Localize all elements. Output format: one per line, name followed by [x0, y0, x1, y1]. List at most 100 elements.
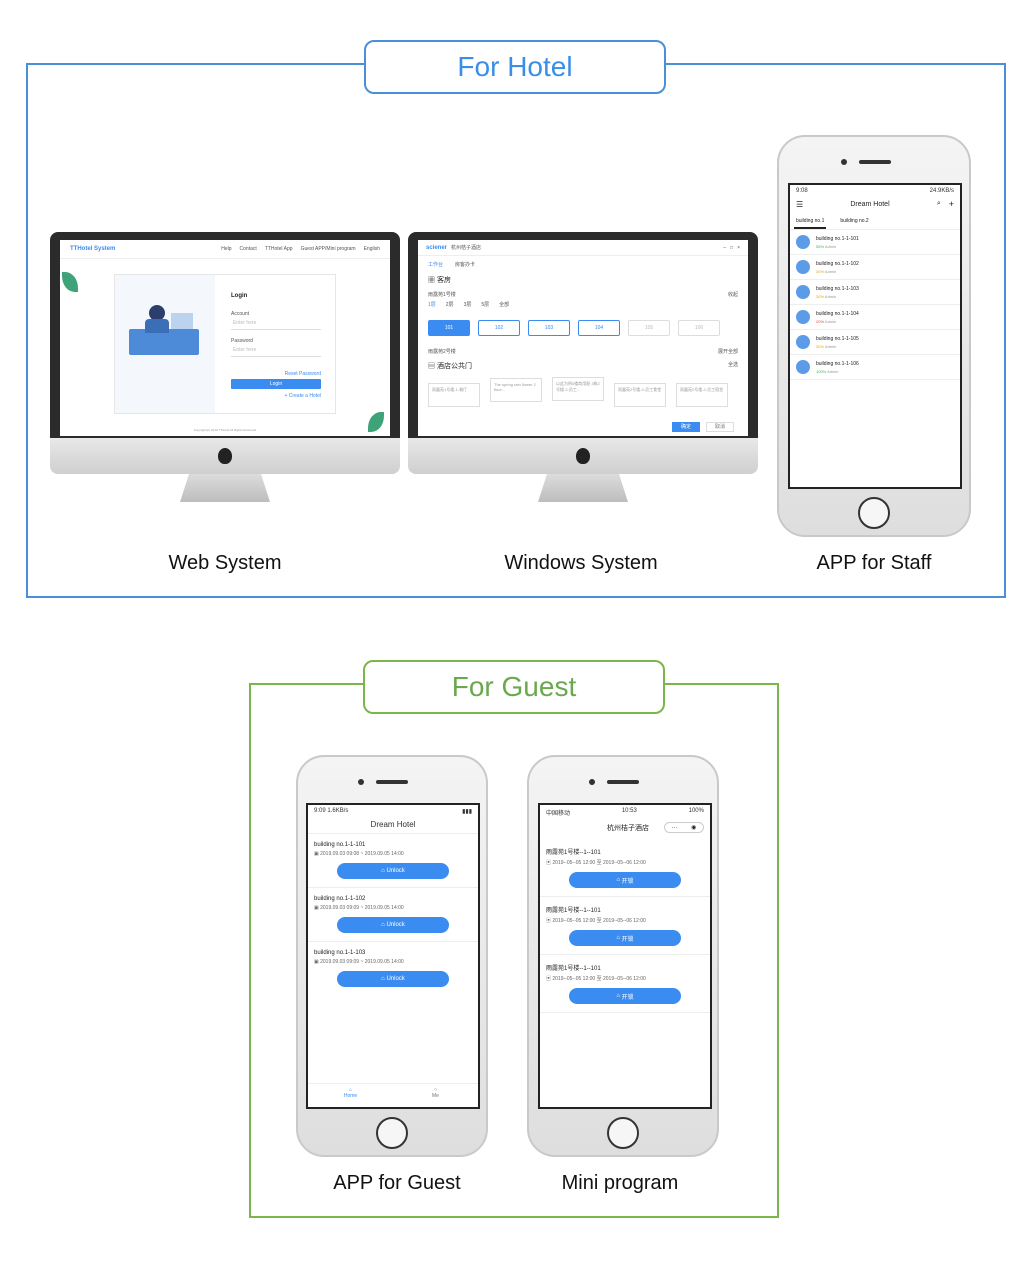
floor-tab-1[interactable]: 1层	[428, 302, 436, 308]
unlock-button[interactable]: ⌂ Unlock	[337, 971, 449, 987]
public-door-card[interactable]: 以此为例5楼商用配 3栋2号楼-2-员工...	[552, 377, 604, 401]
room-button[interactable]: 106	[678, 320, 720, 336]
nav-guest-app[interactable]: Guest APP/Mini program	[300, 246, 356, 252]
account-input[interactable]: Enter here	[231, 317, 321, 330]
list-item[interactable]: building no.1-1-104 20% Admin	[790, 305, 960, 330]
room-button[interactable]: 103	[528, 320, 570, 336]
add-icon[interactable]: +	[948, 199, 954, 209]
unlock-button[interactable]: ⌂ Unlock	[337, 863, 449, 879]
home-button[interactable]	[607, 1117, 639, 1149]
phone-camera	[358, 779, 364, 785]
floor-tab-2[interactable]: 2层	[445, 302, 454, 308]
room-name: building no.1-1-101	[314, 842, 366, 848]
tab-building-2[interactable]: building no.2	[840, 218, 869, 224]
tab-workbench[interactable]: 工作台	[428, 262, 444, 268]
room-name: building no.1-1-102	[816, 260, 859, 267]
monitor-stand	[538, 474, 628, 502]
web-system-screen: TTHotel System Help Contact TTHotel App …	[60, 240, 390, 436]
list-item: 雨露苑1号楼--1--101 ▣ 2019--05--05 12:00 至 20…	[540, 955, 710, 1013]
room-button[interactable]: 105	[628, 320, 670, 336]
caption-staff-app: APP for Staff	[816, 552, 932, 574]
floor-tab-all[interactable]: 全部	[499, 302, 510, 308]
web-footer: Copyright(c) 2019 TTHotel All Rights Res…	[193, 428, 257, 432]
list-item[interactable]: building no.1-1-106 100% Admin	[790, 355, 960, 380]
lock-icon	[796, 360, 810, 374]
create-hotel-link[interactable]: + Create a Hotel	[284, 393, 321, 399]
search-icon[interactable]: ⌕	[936, 200, 941, 207]
floor-tab-3[interactable]: 3层	[463, 302, 472, 308]
unlock-button[interactable]: ⌂ 开锁	[569, 930, 681, 946]
list-item[interactable]: building no.1-1-101 55% Admin	[790, 230, 960, 255]
more-icon[interactable]: ···	[671, 824, 678, 831]
list-item: building no.1-1-102 ▣ 2019.09.03 09:09 ~…	[308, 888, 478, 942]
building1-toggle[interactable]: 收起	[727, 292, 738, 298]
building2-toggle[interactable]: 展开全部	[717, 349, 738, 355]
nav-language[interactable]: English	[363, 246, 380, 252]
public-door-card[interactable]: 雨露苑1号楼-1-餐厅	[428, 383, 480, 407]
public-door-card[interactable]: 雨露苑2号楼-2-员工宿舍	[676, 383, 728, 407]
room-role: Admin	[827, 368, 839, 374]
maximize-icon[interactable]: □	[730, 244, 734, 251]
stay-period: 2019--05--05 12:00 至 2019--05--06 12:00	[552, 918, 646, 924]
list-item[interactable]: building no.1-1-102 30% Admin	[790, 255, 960, 280]
calendar-icon: ▣	[546, 918, 553, 924]
room-button[interactable]: 104	[578, 320, 620, 336]
apple-logo-icon	[218, 448, 232, 464]
select-all-checkbox[interactable]: 全选	[727, 362, 738, 368]
public-door-card[interactable]: 雨露苑2号楼-2-员工食堂	[614, 383, 666, 407]
unlock-label: 开锁	[621, 878, 634, 885]
caption-windows-system: Windows System	[504, 552, 658, 574]
capsule-menu[interactable]: ··· ◉	[664, 822, 704, 833]
unlock-button[interactable]: ⌂ 开锁	[569, 872, 681, 888]
reset-password-link[interactable]: Reset Password	[284, 371, 321, 377]
nav-app[interactable]: TTHotel App	[264, 246, 293, 252]
password-input[interactable]: Enter here	[231, 344, 321, 357]
confirm-button[interactable]: 确定	[672, 422, 700, 432]
unlock-label: Unlock	[386, 868, 405, 874]
room-name: building no.1-1-104	[816, 310, 859, 317]
list-item: building no.1-1-103 ▣ 2019.09.03 09:09 ~…	[308, 942, 478, 995]
nav-me[interactable]: ○Me	[393, 1084, 478, 1107]
nav-contact[interactable]: Contact	[239, 246, 257, 252]
battery-level: 55%	[816, 243, 825, 249]
tab-building-1[interactable]: building no.1	[794, 215, 827, 229]
home-button[interactable]	[376, 1117, 408, 1149]
hotel-section-title: For Hotel	[364, 40, 666, 94]
room-name: 雨露苑1号楼--1--101	[546, 850, 601, 856]
login-button[interactable]: Login	[231, 379, 321, 389]
menu-icon[interactable]: ☰	[796, 199, 804, 209]
unlock-label: Unlock	[386, 976, 405, 982]
tab-guest-card[interactable]: 房客办卡	[455, 262, 476, 268]
rooms-heading: 客房	[436, 277, 451, 284]
cancel-button[interactable]: 取消	[706, 422, 734, 432]
stay-period: 2019--05--05 12:00 至 2019--05--06 12:00	[552, 860, 646, 866]
minimize-icon[interactable]: –	[723, 244, 727, 251]
lock-icon	[796, 260, 810, 274]
close-icon[interactable]: ×	[737, 244, 740, 251]
sciener-brand: sciener	[426, 244, 448, 251]
nav-help[interactable]: Help	[221, 246, 232, 252]
staff-app-title: Dream Hotel	[850, 200, 890, 208]
unlock-button[interactable]: ⌂ Unlock	[337, 917, 449, 933]
home-button[interactable]	[858, 497, 890, 529]
bottom-nav: ⌂Home ○Me	[308, 1083, 478, 1107]
caption-guest-app: APP for Guest	[333, 1172, 461, 1194]
room-name: 雨露苑1号楼--1--101	[546, 966, 601, 972]
lock-icon: ⌂	[616, 877, 622, 883]
nav-home[interactable]: ⌂Home	[308, 1084, 393, 1107]
calendar-icon: ▣	[546, 860, 553, 866]
room-button[interactable]: 102	[478, 320, 520, 336]
floor-tab-5[interactable]: 5层	[481, 302, 490, 308]
public-door-card[interactable]: The spring rain flower 2 floor...	[490, 378, 542, 402]
lock-icon	[796, 310, 810, 324]
unlock-button[interactable]: ⌂ 开锁	[569, 988, 681, 1004]
close-circle-icon[interactable]: ◉	[691, 825, 697, 831]
list-item[interactable]: building no.1-1-103 30% Admin	[790, 280, 960, 305]
lock-icon: ⌂	[616, 935, 622, 941]
room-button[interactable]: 101	[428, 320, 470, 336]
list-item[interactable]: building no.1-1-105 30% Admin	[790, 330, 960, 355]
caption-mini-program: Mini program	[561, 1172, 679, 1194]
monitor-stand	[180, 474, 270, 502]
web-logo[interactable]: TTHotel System	[70, 246, 116, 252]
